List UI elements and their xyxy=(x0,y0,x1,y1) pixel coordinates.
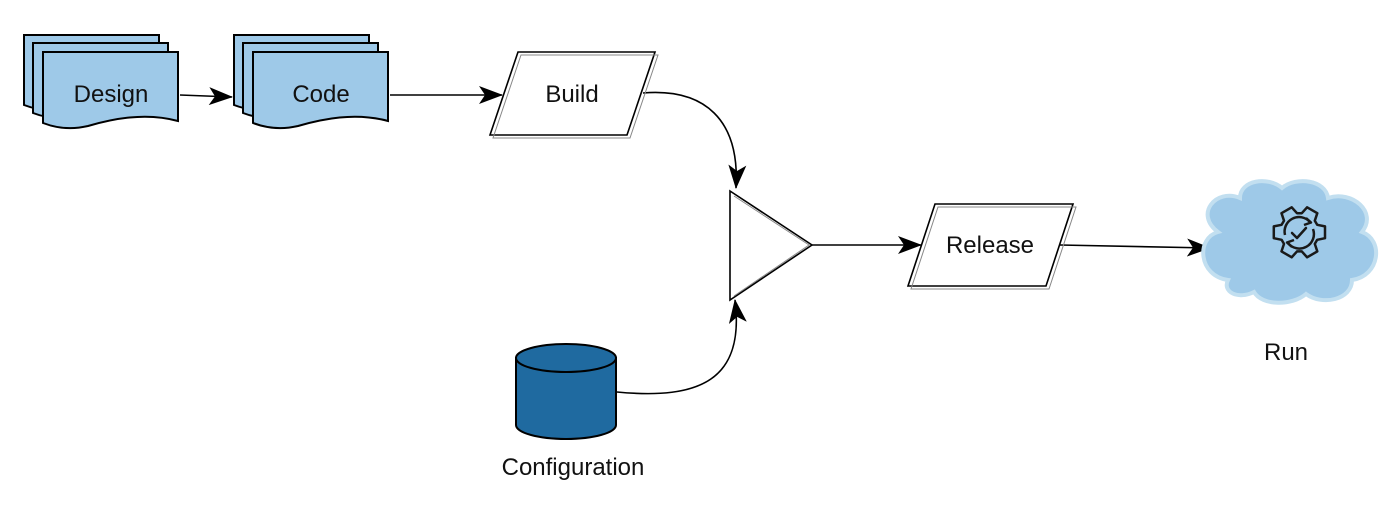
node-code-label: Code xyxy=(292,81,349,108)
node-run: Run xyxy=(1201,179,1379,366)
multi-document-shape xyxy=(233,34,389,130)
node-build-label: Build xyxy=(545,81,598,108)
node-design-label: Design xyxy=(74,81,149,108)
node-merge xyxy=(729,189,814,302)
node-configuration: Configuration xyxy=(502,343,645,481)
edge-build-to-merge xyxy=(642,91,747,189)
gear-check-icon xyxy=(1272,206,1327,259)
node-release-label: Release xyxy=(946,232,1034,259)
parallelogram-shadow xyxy=(910,206,1077,290)
edges xyxy=(179,86,1211,395)
edge-configuration-to-merge xyxy=(616,299,747,395)
node-build: Build xyxy=(488,51,659,139)
multi-document-shape xyxy=(23,34,179,130)
node-configuration-label: Configuration xyxy=(502,454,645,481)
parallelogram-shadow xyxy=(492,54,659,139)
node-run-label: Run xyxy=(1264,339,1308,366)
node-release: Release xyxy=(906,203,1077,290)
database-top xyxy=(515,343,617,373)
parallelogram-shape xyxy=(488,51,657,136)
triangle-shape xyxy=(729,189,814,302)
edge-design-to-code xyxy=(179,87,233,106)
triangle-shadow xyxy=(733,195,810,297)
edge-release-to-run xyxy=(1059,238,1211,257)
node-code: Code xyxy=(233,34,389,130)
database-icon xyxy=(515,357,617,440)
node-design: Design xyxy=(23,34,179,130)
parallelogram-shape xyxy=(906,203,1075,287)
